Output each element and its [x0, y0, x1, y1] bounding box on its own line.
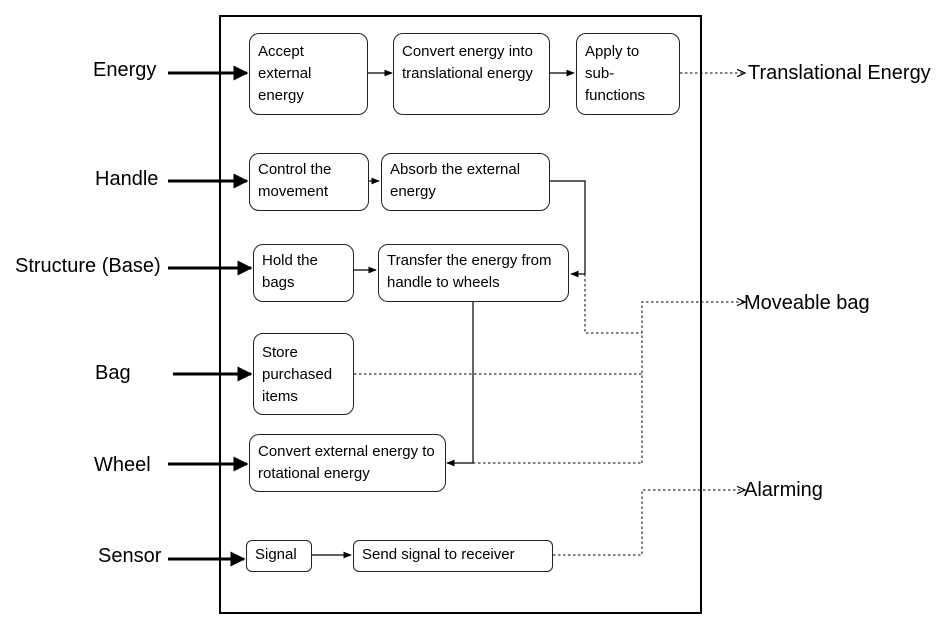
signal-box: Signal: [246, 540, 312, 572]
input-handle-label: Handle: [95, 168, 159, 190]
convert-translational-energy-box: Convert energy into translational energy: [393, 33, 550, 115]
absorb-external-energy-box: Absorb the external energy: [381, 153, 550, 211]
system-boundary: [219, 15, 702, 614]
output-moveable-label: Moveable bag: [744, 292, 870, 314]
absorb-output-line: [584, 274, 642, 334]
input-structure-label: Structure (Base): [15, 255, 161, 277]
convert-rotational-energy-box: Convert external energy to rotational en…: [249, 434, 446, 492]
accept-external-energy-box: Accept external energy: [249, 33, 368, 115]
hold-bags-box: Hold the bags: [253, 244, 354, 302]
output-alarming-label: Alarming: [744, 479, 823, 501]
alarming-output-line: [553, 490, 745, 556]
output-translational-label: Translational Energy: [748, 62, 931, 84]
store-purchased-items-box: Store purchased items: [253, 333, 354, 415]
input-wheel-label: Wheel: [94, 454, 151, 476]
flow-absorb-to-transfer: [550, 180, 586, 278]
control-movement-box: Control the movement: [249, 153, 369, 211]
input-sensor-label: Sensor: [98, 545, 162, 567]
moveable-bag-output-line: [641, 302, 745, 463]
transfer-energy-box: Transfer the energy from handle to wheel…: [378, 244, 569, 302]
input-bag-label: Bag: [95, 362, 131, 384]
apply-to-subfunctions-box: Apply to sub- functions: [576, 33, 680, 115]
flow-transfer-to-wheel: [446, 302, 474, 467]
input-energy-label: Energy: [93, 59, 157, 81]
send-signal-box: Send signal to receiver: [353, 540, 553, 572]
